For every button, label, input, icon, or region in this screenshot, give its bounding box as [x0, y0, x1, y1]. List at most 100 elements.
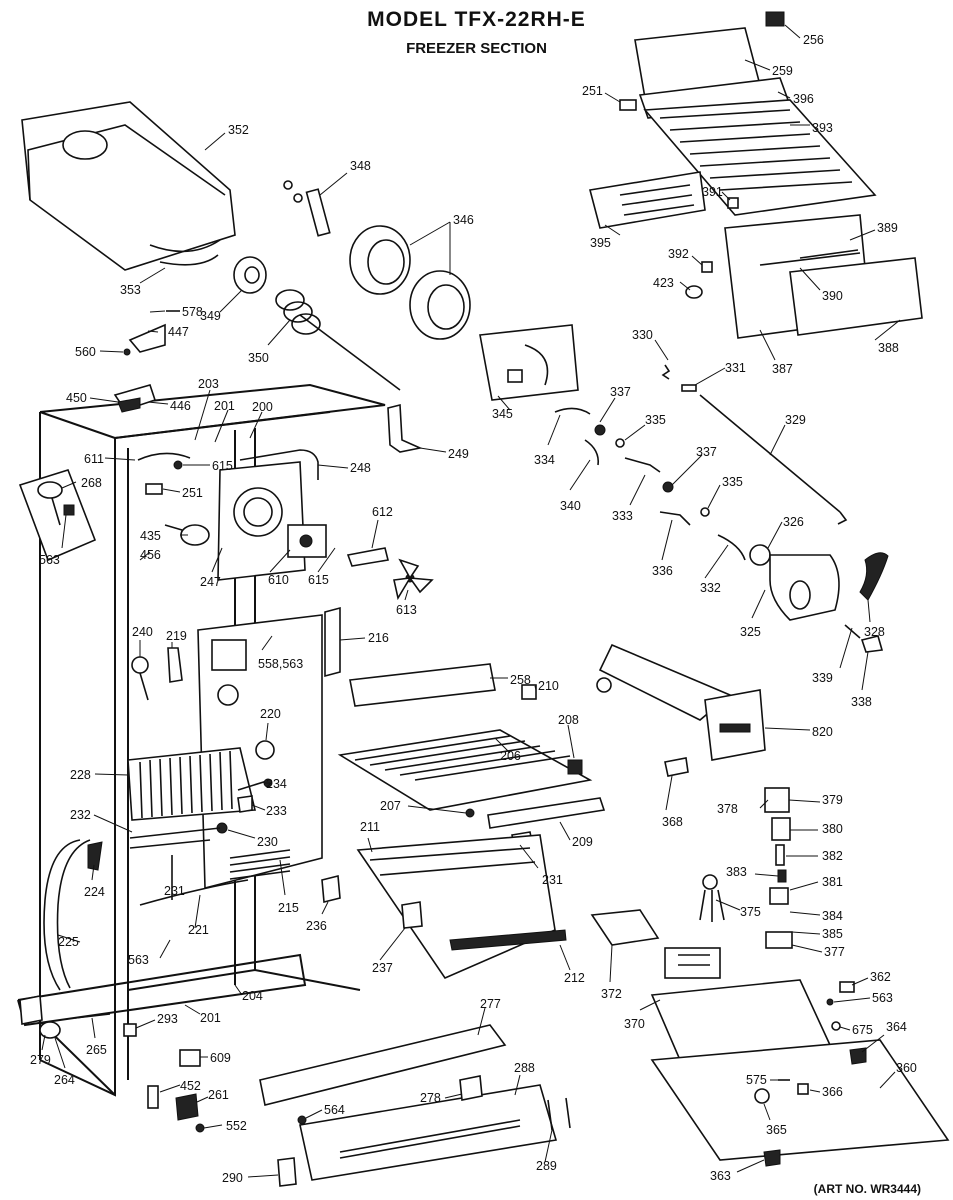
diagram-subtitle: FREEZER SECTION [406, 40, 547, 57]
ice-crusher-346 [349, 225, 471, 340]
bottom-grille [259, 1024, 571, 1187]
callout-335: 335 [722, 475, 743, 489]
callout-340: 340 [560, 499, 581, 513]
callout-206: 206 [500, 749, 521, 763]
callout-289: 289 [536, 1159, 557, 1173]
callout-352: 352 [228, 123, 249, 137]
part-372 [590, 909, 660, 946]
callout-365: 365 [766, 1123, 787, 1137]
callout-423: 423 [653, 276, 674, 290]
callout-349: 349 [200, 309, 221, 323]
callout-230: 230 [257, 835, 278, 849]
diagram-title: MODEL TFX-22RH-E [367, 8, 586, 31]
callout-353: 353 [120, 283, 141, 297]
ice-maker-820 [596, 643, 766, 761]
callout-346: 346 [453, 213, 474, 227]
fan-bracket-247 [217, 461, 306, 581]
callout-221: 221 [188, 923, 209, 937]
callout-383: 383 [726, 865, 747, 879]
callout-328: 328 [864, 625, 885, 639]
callout-368: 368 [662, 815, 683, 829]
callout-231: 231 [542, 873, 563, 887]
tray-hardware [763, 981, 867, 1167]
callout-258: 258 [510, 673, 531, 687]
fan-motor-610 [287, 524, 327, 558]
callout-335: 335 [645, 413, 666, 427]
callout-290: 290 [222, 1171, 243, 1185]
callout-247: 247 [200, 575, 221, 589]
rod-329 [699, 394, 848, 525]
callout-360: 360 [896, 1061, 917, 1075]
callout-326: 326 [783, 515, 804, 529]
callout-615: 615 [308, 573, 329, 587]
callout-228: 228 [70, 768, 91, 782]
part-370 [664, 947, 721, 979]
callout-612: 612 [372, 505, 393, 519]
part-328 [859, 552, 889, 601]
part-236 [321, 874, 341, 904]
callout-237: 237 [372, 961, 393, 975]
callout-225: 225 [58, 935, 79, 949]
callout-563: 563 [39, 553, 60, 567]
callout-251: 251 [582, 84, 603, 98]
callout-208: 208 [558, 713, 579, 727]
callout-552: 552 [226, 1119, 247, 1133]
leader-lines [41, 24, 901, 1178]
callout-339: 339 [812, 671, 833, 685]
part-348 [283, 180, 331, 237]
callout-336: 336 [652, 564, 673, 578]
callout-234: 234 [266, 777, 287, 791]
evaporator-228 [127, 747, 271, 821]
callout-labels: 2562593962513933523483463913893953923904… [30, 33, 917, 1185]
callout-249: 249 [448, 447, 469, 461]
callout-456: 456 [140, 548, 161, 562]
part-612 [346, 547, 389, 567]
callout-209: 209 [572, 835, 593, 849]
callout-379: 379 [822, 793, 843, 807]
callout-820: 820 [812, 725, 833, 739]
parts-339-338 [844, 624, 884, 653]
callout-331: 331 [725, 361, 746, 375]
fan-blade-613 [393, 558, 434, 601]
callout-435: 435 [140, 529, 161, 543]
part-395 [589, 171, 706, 229]
callout-370: 370 [624, 1017, 645, 1031]
callout-210: 210 [538, 679, 559, 693]
callout-396: 396 [793, 92, 814, 106]
callout-279: 279 [30, 1053, 51, 1067]
callout-261: 261 [208, 1088, 229, 1102]
callout-452: 452 [180, 1079, 201, 1093]
callout-378: 378 [717, 802, 738, 816]
callout-366: 366 [822, 1085, 843, 1099]
callout-330: 330 [632, 328, 653, 342]
parts-233-234-230 [216, 778, 273, 834]
part-249 [387, 403, 423, 453]
callout-395: 395 [590, 236, 611, 250]
callout-337: 337 [610, 385, 631, 399]
parts-330-331 [661, 364, 697, 392]
callout-446: 446 [170, 399, 191, 413]
callout-563: 563 [872, 991, 893, 1005]
callout-207: 207 [380, 799, 401, 813]
light-socket-268 [18, 469, 97, 562]
ice-bin-352 [21, 101, 236, 271]
callout-392: 392 [668, 247, 689, 261]
parts-611-615-251 [137, 452, 191, 495]
callout-385: 385 [822, 927, 843, 941]
callout-382: 382 [822, 849, 843, 863]
callout-265: 265 [86, 1043, 107, 1057]
water-valve-assembly [699, 787, 793, 949]
callout-564: 564 [324, 1103, 345, 1117]
callout-345: 345 [492, 407, 513, 421]
callout-204: 204 [242, 989, 263, 1003]
lower-left-hardware [19, 995, 205, 1133]
ice-bin-bail-353 [159, 254, 219, 266]
callout-375: 375 [740, 905, 761, 919]
callout-558-563: 558,563 [258, 657, 303, 671]
callout-334: 334 [534, 453, 555, 467]
callout-212: 212 [564, 971, 585, 985]
callout-201: 201 [214, 399, 235, 413]
callout-203: 203 [198, 377, 219, 391]
callout-240: 240 [132, 625, 153, 639]
